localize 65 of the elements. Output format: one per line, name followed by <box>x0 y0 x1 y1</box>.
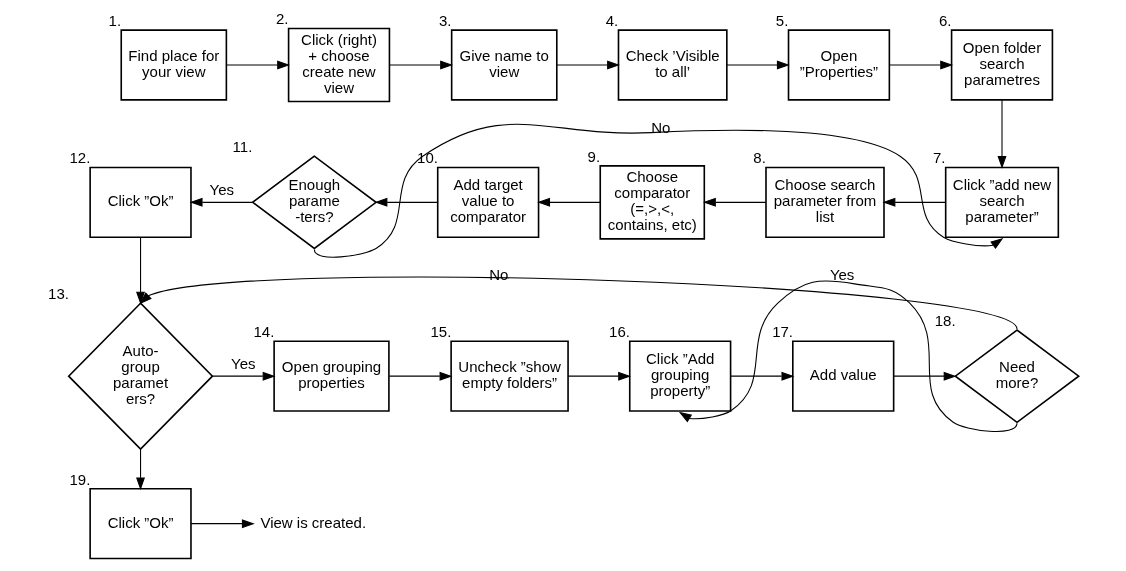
node-text: View is created. <box>259 513 366 531</box>
arrow <box>725 60 790 70</box>
arrow <box>702 197 766 207</box>
node-diamond: Auto- group paramet ers? <box>67 302 214 451</box>
arrow <box>388 60 453 70</box>
node-box: Click (right) + choose create new view <box>287 27 390 103</box>
node-box: Open grouping properties <box>272 340 390 412</box>
node-diamond: Need more? <box>953 329 1080 424</box>
node-label: 10. <box>416 149 438 167</box>
node-box: Give name to view <box>450 29 558 101</box>
edge-label: Yes <box>230 354 256 372</box>
arrow <box>135 236 145 305</box>
node-label: 5. <box>775 12 788 30</box>
node-label: 12. <box>69 149 90 167</box>
node-box: Click ”Ok” <box>88 166 192 239</box>
arrow <box>892 371 957 381</box>
node-label: 17. <box>771 323 793 341</box>
edge-label: Yes <box>209 181 234 199</box>
node-label: 18. <box>934 311 956 329</box>
node-label: 19. <box>69 470 90 488</box>
node-label: 11. <box>232 138 252 156</box>
arrow <box>567 371 631 381</box>
arrow <box>313 123 1003 258</box>
node-box: Open folder search parametres <box>950 29 1053 101</box>
node-box: Click ”Ok” <box>88 488 192 560</box>
node-label: 16. <box>608 323 630 341</box>
node-label: 7. <box>932 149 945 167</box>
arrow <box>555 60 620 70</box>
node-box: Click ”add new search parameter” <box>944 166 1059 239</box>
arrow <box>211 371 276 381</box>
arrow <box>997 99 1006 169</box>
edge-label: No <box>650 118 670 136</box>
node-box: Find place for your view <box>119 29 227 101</box>
node-box: Click ”Add grouping property” <box>628 340 731 412</box>
arrow <box>374 197 438 207</box>
node-label: 9. <box>587 147 600 165</box>
arrow <box>678 280 1018 432</box>
arrow <box>729 371 794 381</box>
node-box: Uncheck ”show empty folders” <box>449 340 569 412</box>
arrow <box>882 197 946 207</box>
arrow <box>888 60 953 70</box>
node-label: 13. <box>47 285 69 303</box>
arrow <box>138 276 1018 330</box>
node-label: 15. <box>430 323 451 341</box>
arrow <box>135 448 145 491</box>
arrow <box>388 371 452 381</box>
arrow <box>225 60 290 70</box>
node-label: 14. <box>252 323 274 341</box>
node-label: 2. <box>275 10 288 28</box>
edge-label: Yes <box>829 265 854 283</box>
node-box: Check ’Visible to all’ <box>617 29 728 101</box>
node-box: Add value <box>791 340 894 412</box>
arrow <box>189 197 253 207</box>
arrow <box>536 197 600 207</box>
node-diamond: Enough parame -ters? <box>250 155 377 250</box>
node-label: 6. <box>938 12 951 30</box>
node-box: Open ”Properties” <box>787 29 890 101</box>
node-box: Choose search parameter from list <box>764 166 885 239</box>
node-label: 1. <box>108 12 121 30</box>
arrow <box>190 519 255 529</box>
node-box: Choose comparator (=,>,<, contains, etc) <box>598 165 705 240</box>
node-label: 8. <box>752 149 766 167</box>
node-label: 3. <box>438 12 451 30</box>
node-label: 4. <box>605 12 618 30</box>
node-box: Add target value to comparator <box>436 166 539 239</box>
